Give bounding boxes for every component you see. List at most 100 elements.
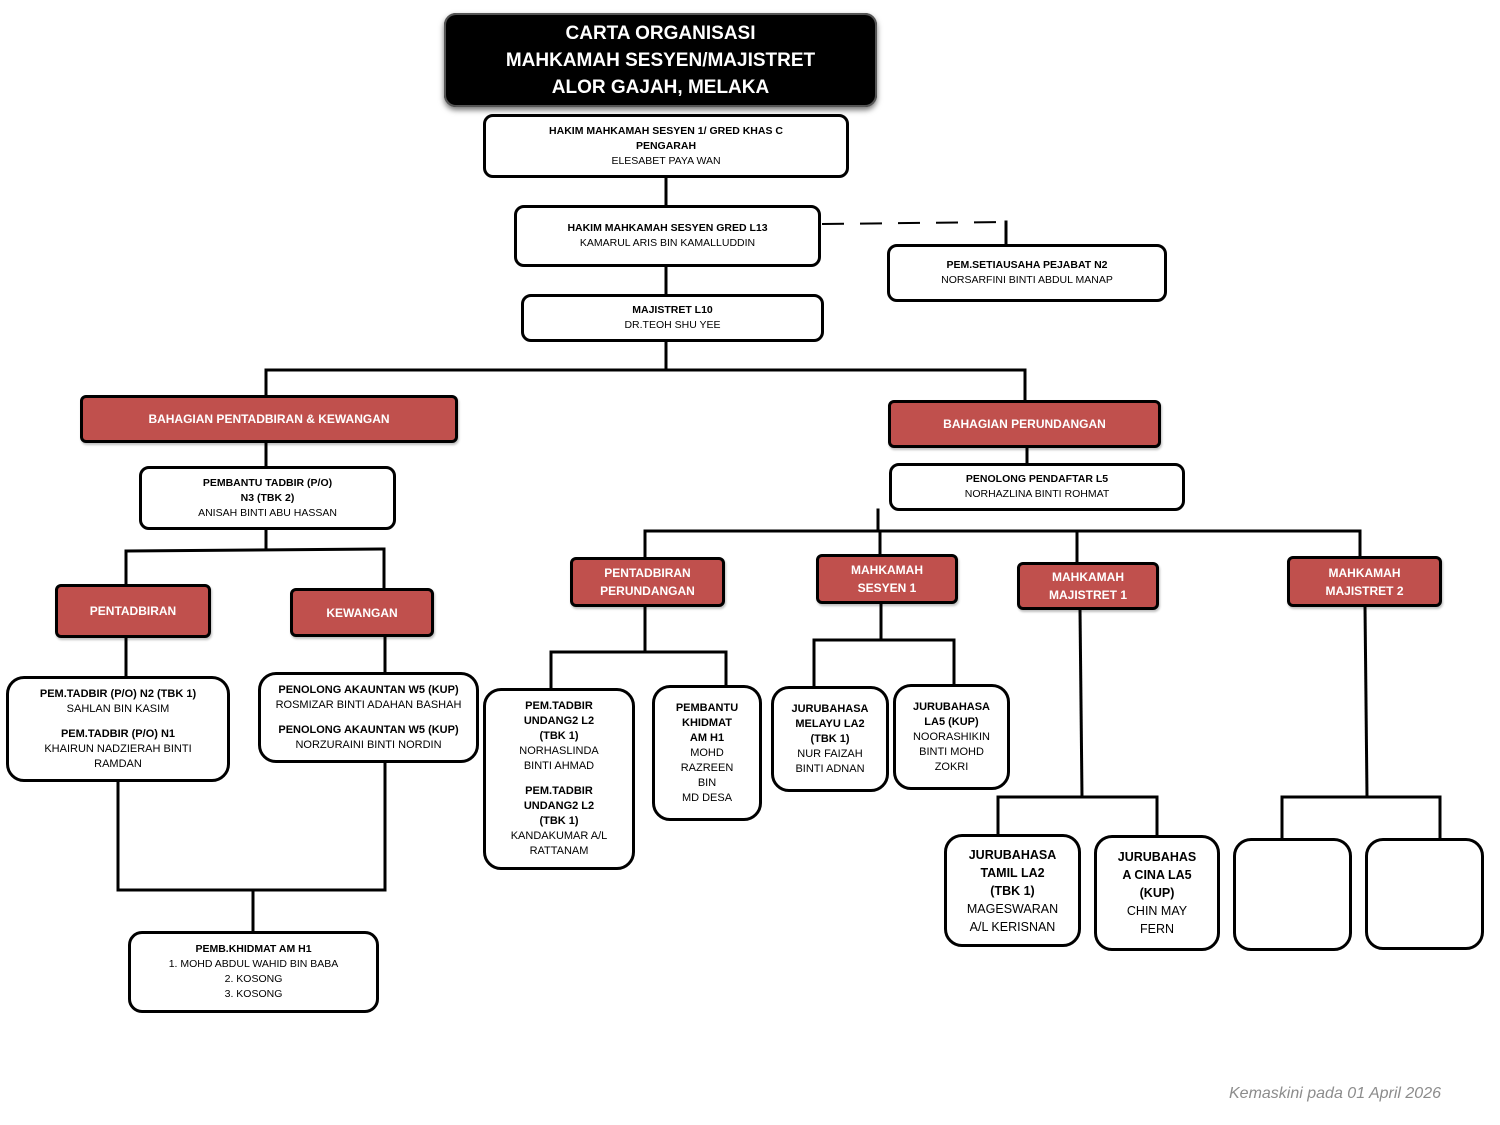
section-kewangan: KEWANGAN xyxy=(290,588,434,637)
node-pembantu-tadbir: PEMBANTU TADBIR (P/O) N3 (TBK 2) ANISAH … xyxy=(139,466,396,530)
position-title: PENGARAH xyxy=(635,139,697,152)
node-tadbir-staff: PEM.TADBIR (P/O) N2 (TBK 1) SAHLAN BIN K… xyxy=(6,676,230,782)
member-name: 3. KOSONG xyxy=(224,988,283,1000)
node-jurubahasa-la5: JURUBAHASA LA5 (KUP) NOORASHIKIN BINTI M… xyxy=(893,684,1010,790)
chart-title: CARTA ORGANISASI MAHKAMAH SESYEN/MAJISTR… xyxy=(444,13,877,107)
node-penolong-pendaftar: PENOLONG PENDAFTAR L5 NORHAZLINA BINTI R… xyxy=(889,463,1185,511)
person-name: ELESABET PAYA WAN xyxy=(611,154,721,167)
position-title: PENOLONG AKAUNTAN W5 (KUP) xyxy=(278,723,459,736)
title-line: MAHKAMAH SESYEN/MAJISTRET xyxy=(505,49,816,71)
section-pentadbiran-kewangan: BAHAGIAN PENTADBIRAN & KEWANGAN xyxy=(80,395,458,443)
node-empty-majistret-2b xyxy=(1365,838,1484,950)
node-jurubahasa-melayu: JURUBAHASA MELAYU LA2 (TBK 1) NUR FAIZAH… xyxy=(771,686,889,792)
position-title: PEM.TADBIR (P/O) N2 (TBK 1) xyxy=(39,687,197,700)
person-name: ANISAH BINTI ABU HASSAN xyxy=(198,506,337,519)
section-pentadbiran-perundangan: PENTADBIRAN PERUNDANGAN xyxy=(570,557,725,607)
position-title: A CINA LA5 xyxy=(1122,868,1192,882)
person-name: FERN xyxy=(1139,922,1175,936)
section-label: BAHAGIAN PENTADBIRAN & KEWANGAN xyxy=(148,412,390,426)
person-name: BINTI MOHD xyxy=(919,745,984,758)
person-name: SAHLAN BIN KASIM xyxy=(66,702,170,715)
node-setiausaha: PEM.SETIAUSAHA PEJABAT N2 NORSARFINI BIN… xyxy=(887,244,1167,302)
section-label: KEWANGAN xyxy=(326,605,398,620)
section-pentadbiran: PENTADBIRAN xyxy=(55,584,211,638)
person-name: MAGESWARAN xyxy=(966,901,1059,916)
connector xyxy=(1363,604,1369,799)
position-title: PEM.TADBIR xyxy=(525,700,593,712)
person-name: NORHAZLINA BINTI ROHMAT xyxy=(964,488,1110,500)
position-title: PEMB.KHIDMAT AM H1 xyxy=(195,943,312,955)
position-title: JURUBAHAS xyxy=(1117,850,1197,864)
person-name: BIN xyxy=(697,776,717,789)
section-label: PENTADBIRAN xyxy=(89,604,177,618)
node-jurubahasa-cina: JURUBAHAS A CINA LA5 (KUP) CHIN MAY FERN xyxy=(1094,835,1220,951)
person-name: RATTANAM xyxy=(529,845,589,857)
title-line: ALOR GAJAH, MELAKA xyxy=(551,76,770,98)
connector xyxy=(1078,607,1084,799)
section-mahkamah-majistret-1: MAHKAMAH MAJISTRET 1 xyxy=(1017,562,1159,610)
person-name: CHIN MAY xyxy=(1126,904,1188,918)
person-name: KANDAKUMAR A/L xyxy=(510,830,608,842)
position-title: PEMBANTU xyxy=(675,701,739,714)
person-name: RAMDAN xyxy=(94,757,142,770)
last-updated-text: Kemaskini pada 01 April 2026 xyxy=(1229,1085,1441,1102)
section-label: PENTADBIRAN xyxy=(604,566,691,580)
section-mahkamah-sesyen-1: MAHKAMAH SESYEN 1 xyxy=(816,554,958,604)
person-name: NORHASLINDA xyxy=(519,745,599,757)
position-title: JURUBAHASA xyxy=(912,700,990,713)
person-name: ZOKRI xyxy=(934,760,969,773)
section-label: PERUNDANGAN xyxy=(600,584,695,598)
position-title: HAKIM MAHKAMAH SESYEN 1/ GRED KHAS C xyxy=(549,124,783,137)
position-title: PEM.SETIAUSAHA PEJABAT N2 xyxy=(946,259,1108,271)
section-label: MAJISTRET 1 xyxy=(1048,588,1127,602)
position-title: JURUBAHASA xyxy=(968,847,1057,862)
section-label: BAHAGIAN PERUNDANGAN xyxy=(943,417,1106,431)
position-title: (TBK 1) xyxy=(990,883,1035,898)
position-title: HAKIM MAHKAMAH SESYEN GRED L13 xyxy=(567,222,768,234)
position-title: (TBK 1) xyxy=(539,815,579,827)
position-title: UNDANG2 L2 xyxy=(523,800,595,812)
position-title: JURUBAHASA xyxy=(791,702,869,715)
position-title: (TBK 1) xyxy=(539,730,579,742)
dashed-connector xyxy=(821,221,1007,225)
position-title: MELAYU LA2 xyxy=(795,717,865,730)
title-line: CARTA ORGANISASI xyxy=(565,22,756,44)
person-name: NORSARFINI BINTI ABDUL MANAP xyxy=(941,274,1113,286)
person-name: BINTI AHMAD xyxy=(523,760,595,772)
person-name: BINTI ADNAN xyxy=(795,762,865,775)
position-title: (TBK 1) xyxy=(810,732,850,745)
node-hakim-l13: HAKIM MAHKAMAH SESYEN GRED L13 KAMARUL A… xyxy=(514,205,821,267)
section-label: SESYEN 1 xyxy=(857,581,917,595)
node-pengarah: HAKIM MAHKAMAH SESYEN 1/ GRED KHAS C PEN… xyxy=(483,114,849,178)
section-label: MAHKAMAH xyxy=(851,563,923,577)
position-title: KHIDMAT xyxy=(682,716,732,729)
position-title: PENOLONG PENDAFTAR L5 xyxy=(965,473,1109,485)
position-title: UNDANG2 L2 xyxy=(523,715,595,727)
person-name: ROSMIZAR BINTI ADAHAN BASHAH xyxy=(275,698,462,711)
position-title: PEM.TADBIR xyxy=(525,785,593,797)
member-name: 2. KOSONG xyxy=(224,973,283,985)
position-title: PEM.TADBIR (P/O) N1 xyxy=(60,727,176,740)
person-name: NORZURAINI BINTI NORDIN xyxy=(295,738,442,751)
member-name: 1. MOHD ABDUL WAHID BIN BABA xyxy=(168,958,339,970)
person-name: MD DESA xyxy=(681,791,733,804)
position-title: LA5 (KUP) xyxy=(924,715,979,728)
section-label: MAJISTRET 2 xyxy=(1325,583,1404,598)
position-title: AM H1 xyxy=(689,731,725,744)
person-name: NUR FAIZAH xyxy=(797,747,863,760)
node-majistret-l10: MAJISTRET L10 DR.TEOH SHU YEE xyxy=(521,294,824,342)
node-jurubahasa-tamil: JURUBAHASA TAMIL LA2 (TBK 1) MAGESWARAN … xyxy=(944,834,1081,947)
position-title: PEMBANTU TADBIR (P/O) xyxy=(202,476,333,489)
position-title: MAJISTRET L10 xyxy=(632,304,713,316)
node-undang-staff: PEM.TADBIR UNDANG2 L2 (TBK 1) NORHASLIND… xyxy=(483,688,635,870)
section-perundangan: BAHAGIAN PERUNDANGAN xyxy=(888,400,1161,448)
person-name: MOHD xyxy=(690,746,724,759)
section-mahkamah-majistret-2: MAHKAMAH MAJISTRET 2 xyxy=(1287,556,1442,607)
section-label: MAHKAMAH xyxy=(1328,565,1401,580)
person-name: DR.TEOH SHU YEE xyxy=(624,319,721,331)
person-name: NOORASHIKIN xyxy=(912,730,990,743)
connector xyxy=(124,547,386,553)
node-pembantu-khidmat: PEMBANTU KHIDMAT AM H1 MOHD RAZREEN BIN … xyxy=(652,685,762,821)
person-name: RAZREEN xyxy=(680,761,734,774)
